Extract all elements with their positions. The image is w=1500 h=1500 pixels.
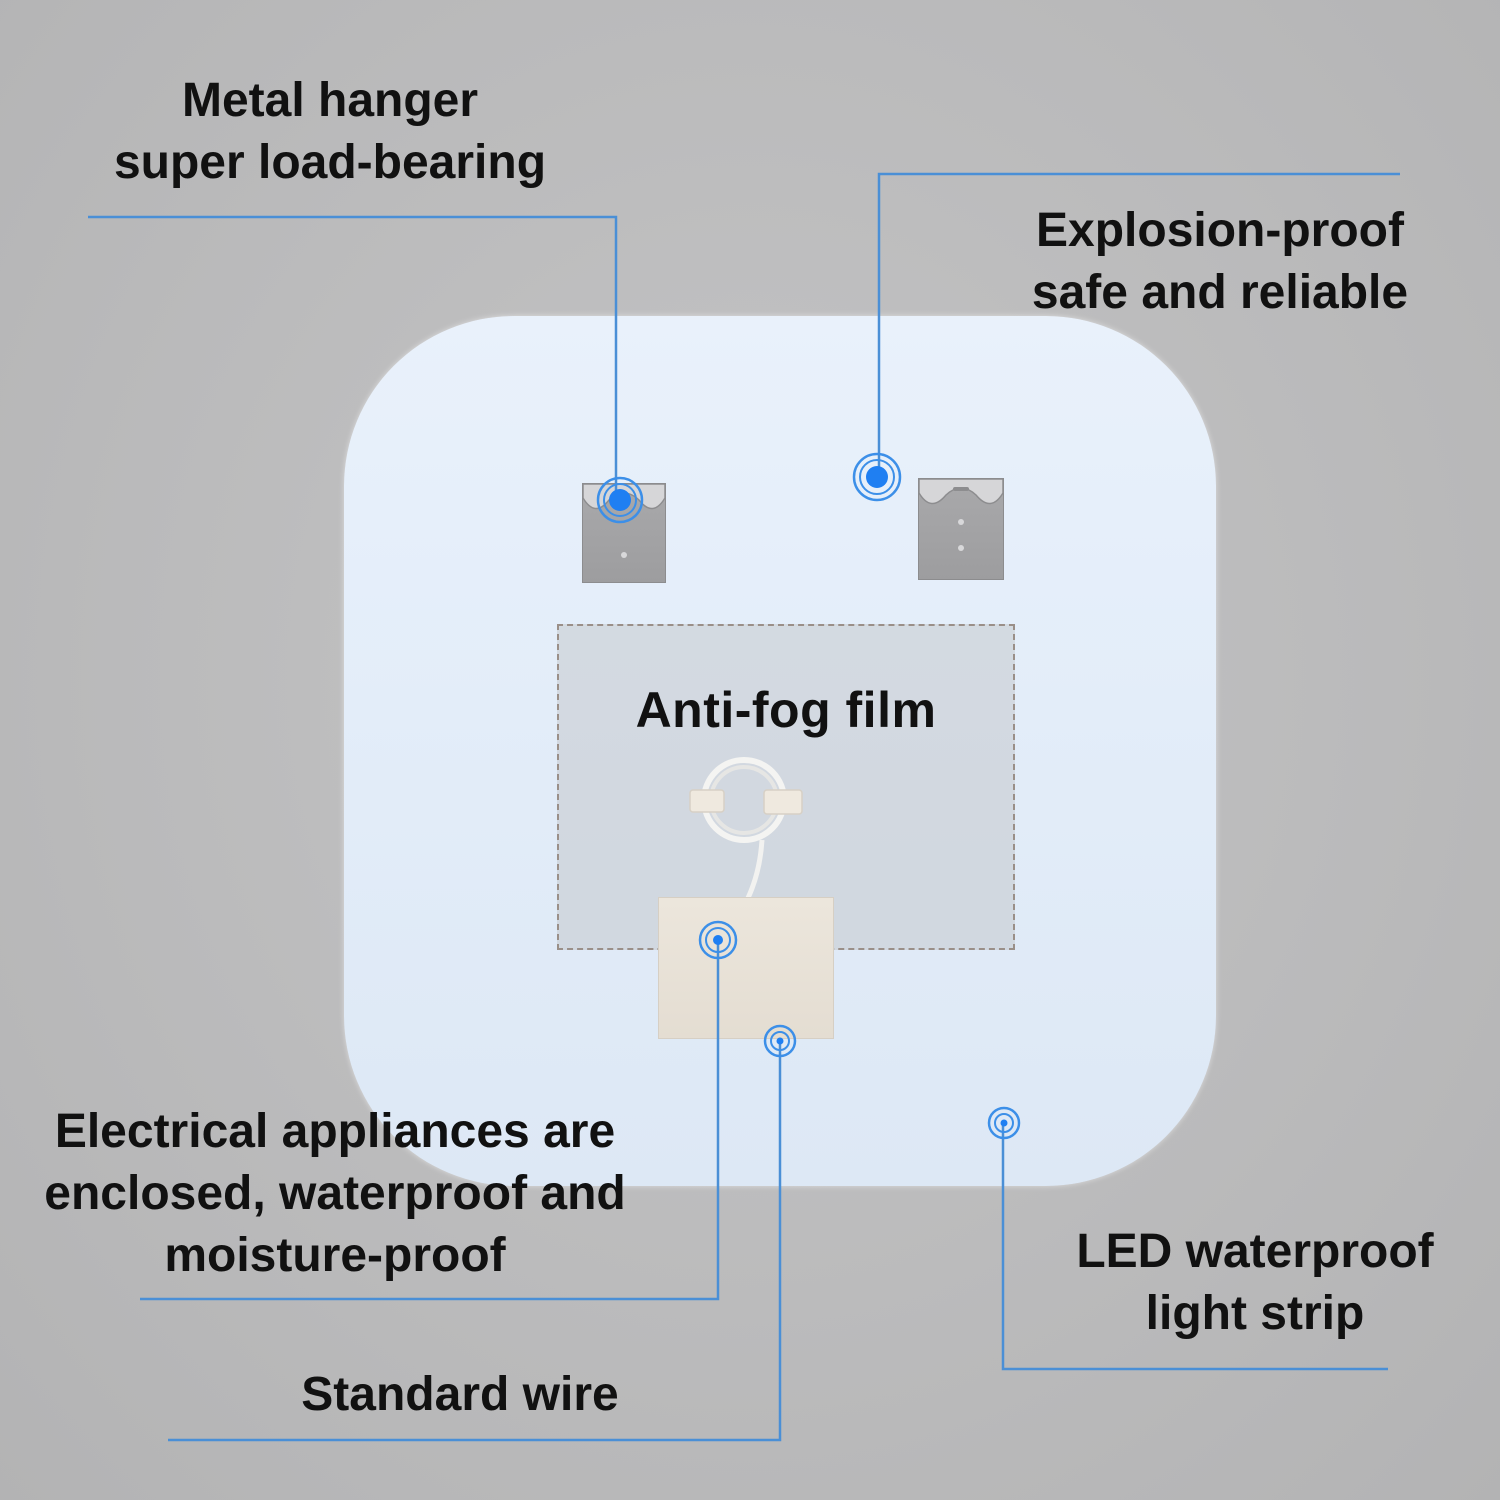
leader-line-explosion-proof <box>877 172 1400 476</box>
metal-hanger-right <box>918 478 1004 580</box>
leader-line-standard-wire <box>168 1042 782 1442</box>
leader-line-led-strip <box>1001 1124 1388 1371</box>
marker-led-strip <box>987 1106 1021 1140</box>
marker-metal-hanger <box>596 476 644 524</box>
callout-led-strip-line2: light strip <box>1145 1287 1365 1340</box>
callout-explosion-proof: Explosion-proof safe and reliable <box>990 200 1450 324</box>
hanger-hole <box>958 519 964 525</box>
callout-standard-wire: Standard wire <box>260 1364 660 1426</box>
callout-electrical-line1: Electrical appliances are <box>54 1105 616 1158</box>
hanger-hole <box>958 545 964 551</box>
callout-metal-hanger-line1: Metal hanger <box>181 74 479 127</box>
leader-line-metal-hanger <box>88 215 618 500</box>
leader-line-electrical <box>140 940 720 1301</box>
marker-standard-wire <box>763 1024 797 1058</box>
anti-fog-film-label: Anti-fog film <box>635 682 937 738</box>
marker-electrical <box>698 920 738 960</box>
callout-electrical: Electrical appliances are enclosed, wate… <box>10 1101 660 1287</box>
callout-explosion-proof-line2: safe and reliable <box>1031 266 1409 319</box>
callout-explosion-proof-line1: Explosion-proof <box>1036 204 1404 257</box>
callout-electrical-line3: moisture-proof <box>164 1229 506 1282</box>
coiled-wire-icon <box>689 757 803 900</box>
callout-metal-hanger: Metal hanger super load-bearing <box>80 70 580 194</box>
marker-explosion-proof <box>852 452 902 502</box>
callout-led-strip-line1: LED waterproof <box>1076 1225 1434 1278</box>
callout-led-strip: LED waterproof light strip <box>1050 1221 1460 1345</box>
hanger-hole <box>621 552 627 558</box>
hanger-hook-icon <box>919 479 1003 505</box>
callout-metal-hanger-line2: super load-bearing <box>113 136 547 189</box>
callout-standard-wire-text: Standard wire <box>301 1368 619 1421</box>
callout-electrical-line2: enclosed, waterproof and <box>44 1167 626 1220</box>
electrical-control-box <box>658 897 834 1039</box>
